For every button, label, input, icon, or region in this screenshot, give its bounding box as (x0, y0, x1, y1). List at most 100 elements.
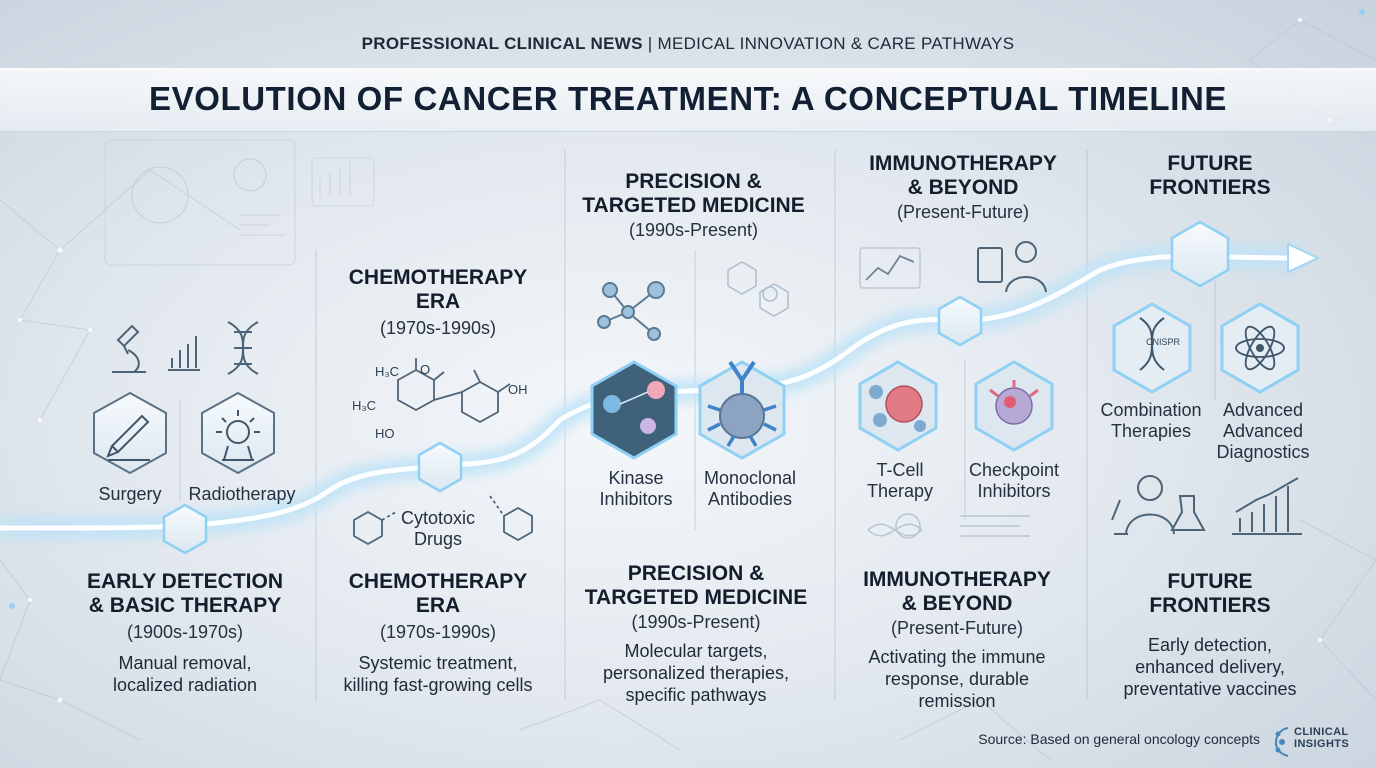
era4-top-title-line2: & BEYOND (907, 176, 1019, 199)
monoclonal-line1: Monoclonal (703, 468, 797, 488)
era3-top-title-line2: TARGETED MEDICINE (582, 194, 805, 217)
era2-top-title-line1: CHEMOTHERAPY (348, 266, 528, 289)
era3-top-period: (1990s-Present) (628, 220, 759, 240)
era4-top-period: (Present-Future) (896, 202, 1030, 222)
checkpoint-line2: Inhibitors (977, 481, 1051, 501)
era2-title-line2: ERA (415, 594, 461, 617)
line-chart-icon (859, 247, 921, 289)
surgery-hex-icon (93, 391, 167, 475)
tcell-line2: Therapy (866, 481, 934, 501)
era5-desc-line2: enhanced delivery, (1135, 657, 1285, 677)
era2-top-title: CHEMOTHERAPY ERA (318, 266, 558, 314)
era3-title-line2: TARGETED MEDICINE (584, 586, 808, 609)
node-label-t-cell-therapy: T-Cell Therapy (852, 460, 948, 502)
era5-top-title-line2: FRONTIERS (1149, 176, 1271, 199)
era1-title-line1: EARLY DETECTION (86, 570, 284, 593)
antibody-icon (698, 360, 786, 460)
node-label-advanced-diagnostics: Advanced Advanced Diagnostics (1208, 400, 1318, 463)
era1-description: Manual removal, localized radiation (60, 652, 310, 696)
node-label-cytotoxic-drugs: Cytotoxic Drugs (388, 508, 488, 550)
era2-desc-line2: killing fast-growing cells (343, 675, 533, 695)
combination-line1: Combination (1100, 400, 1202, 420)
node-label-checkpoint-inhibitors: Checkpoint Inhibitors (962, 460, 1066, 502)
growth-chart-icon (1232, 477, 1302, 535)
chem-label-h3c-top: H₃C (375, 364, 399, 379)
era4-period: (Present-Future) (890, 618, 1024, 638)
kinase-hex-icon (590, 360, 678, 460)
era2-desc-line1: Systemic treatment, (358, 653, 518, 673)
era1-desc-line2: localized radiation (112, 675, 258, 695)
era1-title: EARLY DETECTION & BASIC THERAPY (60, 570, 310, 618)
clinical-insights-logo-icon (1275, 727, 1289, 757)
era3-desc-line3: specific pathways (625, 685, 767, 705)
crispr-hex-icon (1112, 302, 1192, 394)
era4-top-title: IMMUNOTHERAPY & BEYOND (838, 152, 1088, 200)
era1-period: (1900s-1970s) (126, 622, 244, 642)
radiotherapy-hex-icon (201, 391, 275, 475)
researcher-icon (1111, 475, 1206, 535)
dna-faded-icon (867, 513, 1030, 539)
molecule-icon (597, 281, 665, 341)
header-separator: | (647, 34, 653, 53)
era2-top-title-line2: ERA (415, 290, 461, 313)
publisher-name: PROFESSIONAL CLINICAL NEWS (361, 34, 643, 53)
chem-label-o: O (420, 362, 430, 377)
era1-title-line2: & BASIC THERAPY (88, 594, 282, 617)
era4-desc-line3: remission (918, 691, 996, 711)
checkpoint-hex-icon (974, 360, 1054, 452)
publisher-header: PROFESSIONAL CLINICAL NEWS | MEDICAL INN… (0, 34, 1376, 54)
chemical-structure-icon (353, 358, 533, 546)
chem-label-h3c-mid: H₃C (352, 398, 376, 413)
combination-line2: Therapies (1110, 421, 1192, 441)
era5-title-line2: FRONTIERS (1149, 594, 1271, 617)
dna-icon (227, 321, 259, 375)
era4-desc-line1: Activating the immune (868, 647, 1046, 667)
dashboard-panel-decoration (104, 139, 375, 266)
node-label-combination-therapies: Combination Therapies (1092, 400, 1210, 442)
section-name: MEDICAL INNOVATION & CARE PATHWAYS (657, 34, 1015, 53)
advanced-line2: Advanced (1222, 421, 1304, 441)
network-dots (9, 9, 1365, 703)
era4-description: Activating the immune response, durable … (832, 646, 1082, 712)
era3-description: Molecular targets, personalized therapie… (566, 640, 826, 706)
timeline-node-hexes (162, 220, 1230, 555)
era5-description: Early detection, enhanced delivery, prev… (1100, 634, 1320, 700)
logo-line2: INSIGHTS (1294, 738, 1350, 750)
network-lines (0, 19, 1376, 761)
era2-description: Systemic treatment, killing fast-growing… (318, 652, 558, 696)
radiation-icon (226, 420, 250, 444)
era3-period: (1990s-Present) (631, 612, 761, 632)
era5-title-line1: FUTURE (1167, 570, 1253, 593)
node-label-kinase-inhibitors: Kinase Inhibitors (584, 468, 688, 510)
logo-line1: CLINICAL (1294, 726, 1349, 738)
checkpoint-line1: Checkpoint (968, 460, 1060, 480)
crispr-label: CNISPR (1146, 337, 1181, 347)
cytotoxic-line1: Cytotoxic (400, 508, 476, 528)
node-label-monoclonal-antibodies: Monoclonal Antibodies (694, 468, 806, 510)
era4-title-line2: & BEYOND (901, 592, 1013, 615)
era3-top-title-line1: PRECISION & (625, 170, 762, 193)
advanced-line1: Advanced (1222, 400, 1304, 420)
era5-desc-line1: Early detection, (1147, 635, 1273, 655)
doctor-icon (977, 241, 1047, 293)
cytotoxic-line2: Drugs (413, 529, 462, 549)
t-cell-hex-icon (858, 360, 938, 452)
microscope-icon (112, 324, 146, 373)
era2-title: CHEMOTHERAPY ERA (318, 570, 558, 618)
era5-desc-line3: preventative vaccines (1123, 679, 1297, 699)
title-band (0, 68, 1376, 132)
kinase-line1: Kinase (608, 468, 664, 488)
monoclonal-line2: Antibodies (707, 489, 793, 509)
chem-label-oh: OH (508, 382, 528, 397)
era3-title: PRECISION & TARGETED MEDICINE (566, 562, 826, 610)
node-label-surgery: Surgery (98, 484, 162, 504)
tcell-line1: T-Cell (876, 460, 924, 480)
era3-title-line1: PRECISION & (627, 562, 765, 585)
clinical-insights-logo: CLINICAL INSIGHTS (1294, 726, 1349, 750)
page-title: EVOLUTION OF CANCER TREATMENT: A CONCEPT… (148, 80, 1227, 117)
era3-desc-line1: Molecular targets, (624, 641, 768, 661)
era3-desc-line2: personalized therapies, (602, 663, 790, 683)
era4-desc-line2: response, durable (884, 669, 1030, 689)
scalpel-icon (106, 414, 150, 458)
